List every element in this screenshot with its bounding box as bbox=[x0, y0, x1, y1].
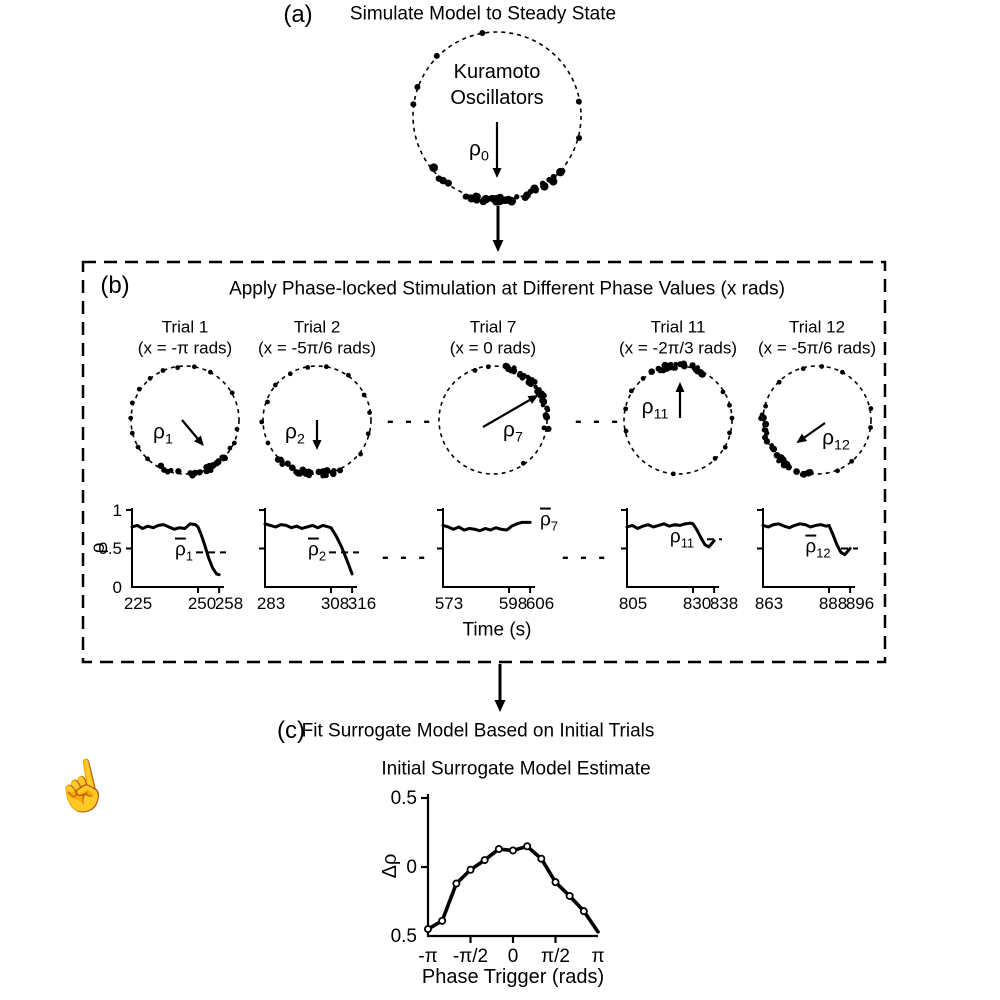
trial-11-vector-label: ρ11 bbox=[642, 395, 669, 418]
trial-11-name: Trial 11 bbox=[651, 319, 706, 338]
hand-cursor-icon: ☝ bbox=[47, 752, 117, 820]
trial-2-phase: (x = -5π/6 rads) bbox=[258, 340, 376, 359]
trial-12-phase: (x = -5π/6 rads) bbox=[758, 340, 876, 359]
trial-12-name: Trial 12 bbox=[789, 319, 845, 338]
trial-1-phase: (x = -π rads) bbox=[138, 340, 232, 359]
panel-a-title: Simulate Model to Steady State bbox=[350, 5, 616, 26]
ellipsis-circles-left: - - - bbox=[387, 410, 433, 432]
trial-12-vector-label: ρ12 bbox=[822, 426, 850, 449]
mean-rho-11-label: ρ11 bbox=[670, 528, 694, 549]
panel-c-title: Fit Surrogate Model Based on Initial Tri… bbox=[302, 722, 655, 743]
phase-trigger-axis-label: Phase Trigger (rads) bbox=[422, 966, 604, 988]
time-axis-label: Time (s) bbox=[463, 621, 532, 642]
ellipsis-plots-right: - - - bbox=[562, 546, 608, 568]
trial-2-vector-label: ρ2 bbox=[285, 420, 305, 443]
mean-rho-1-label: ρ1 bbox=[175, 541, 193, 562]
ellipsis-circles-right: - - - bbox=[575, 410, 621, 432]
rho0-label: ρ0 bbox=[469, 137, 489, 160]
panel-a-label: (a) bbox=[283, 2, 312, 28]
trial-1-name: Trial 1 bbox=[162, 319, 209, 338]
panel-b-title: Apply Phase-locked Stimulation at Differ… bbox=[229, 280, 785, 301]
mean-rho-7-label: ρ7 bbox=[540, 511, 558, 532]
trial-1-vector-label: ρ1 bbox=[153, 420, 173, 443]
panel-b-label: (b) bbox=[100, 273, 129, 299]
trial-2-name: Trial 2 bbox=[294, 319, 341, 338]
kuramoto-text-line1: Kuramoto bbox=[454, 61, 541, 83]
trial-7-phase: (x = 0 rads) bbox=[450, 340, 536, 359]
trial-11-phase: (x = -2π/3 rads) bbox=[619, 340, 737, 359]
mean-rho-2-label: ρ2 bbox=[308, 541, 326, 562]
panel-c-subtitle: Initial Surrogate Model Estimate bbox=[381, 760, 650, 781]
mean-rho-12-label: ρ12 bbox=[805, 537, 830, 558]
trial-7-name: Trial 7 bbox=[470, 319, 517, 338]
ellipsis-plots-left: - - - bbox=[382, 546, 428, 568]
kuramoto-text-line2: Oscillators bbox=[450, 87, 543, 109]
trial-7-vector-label: ρ7 bbox=[503, 418, 523, 441]
